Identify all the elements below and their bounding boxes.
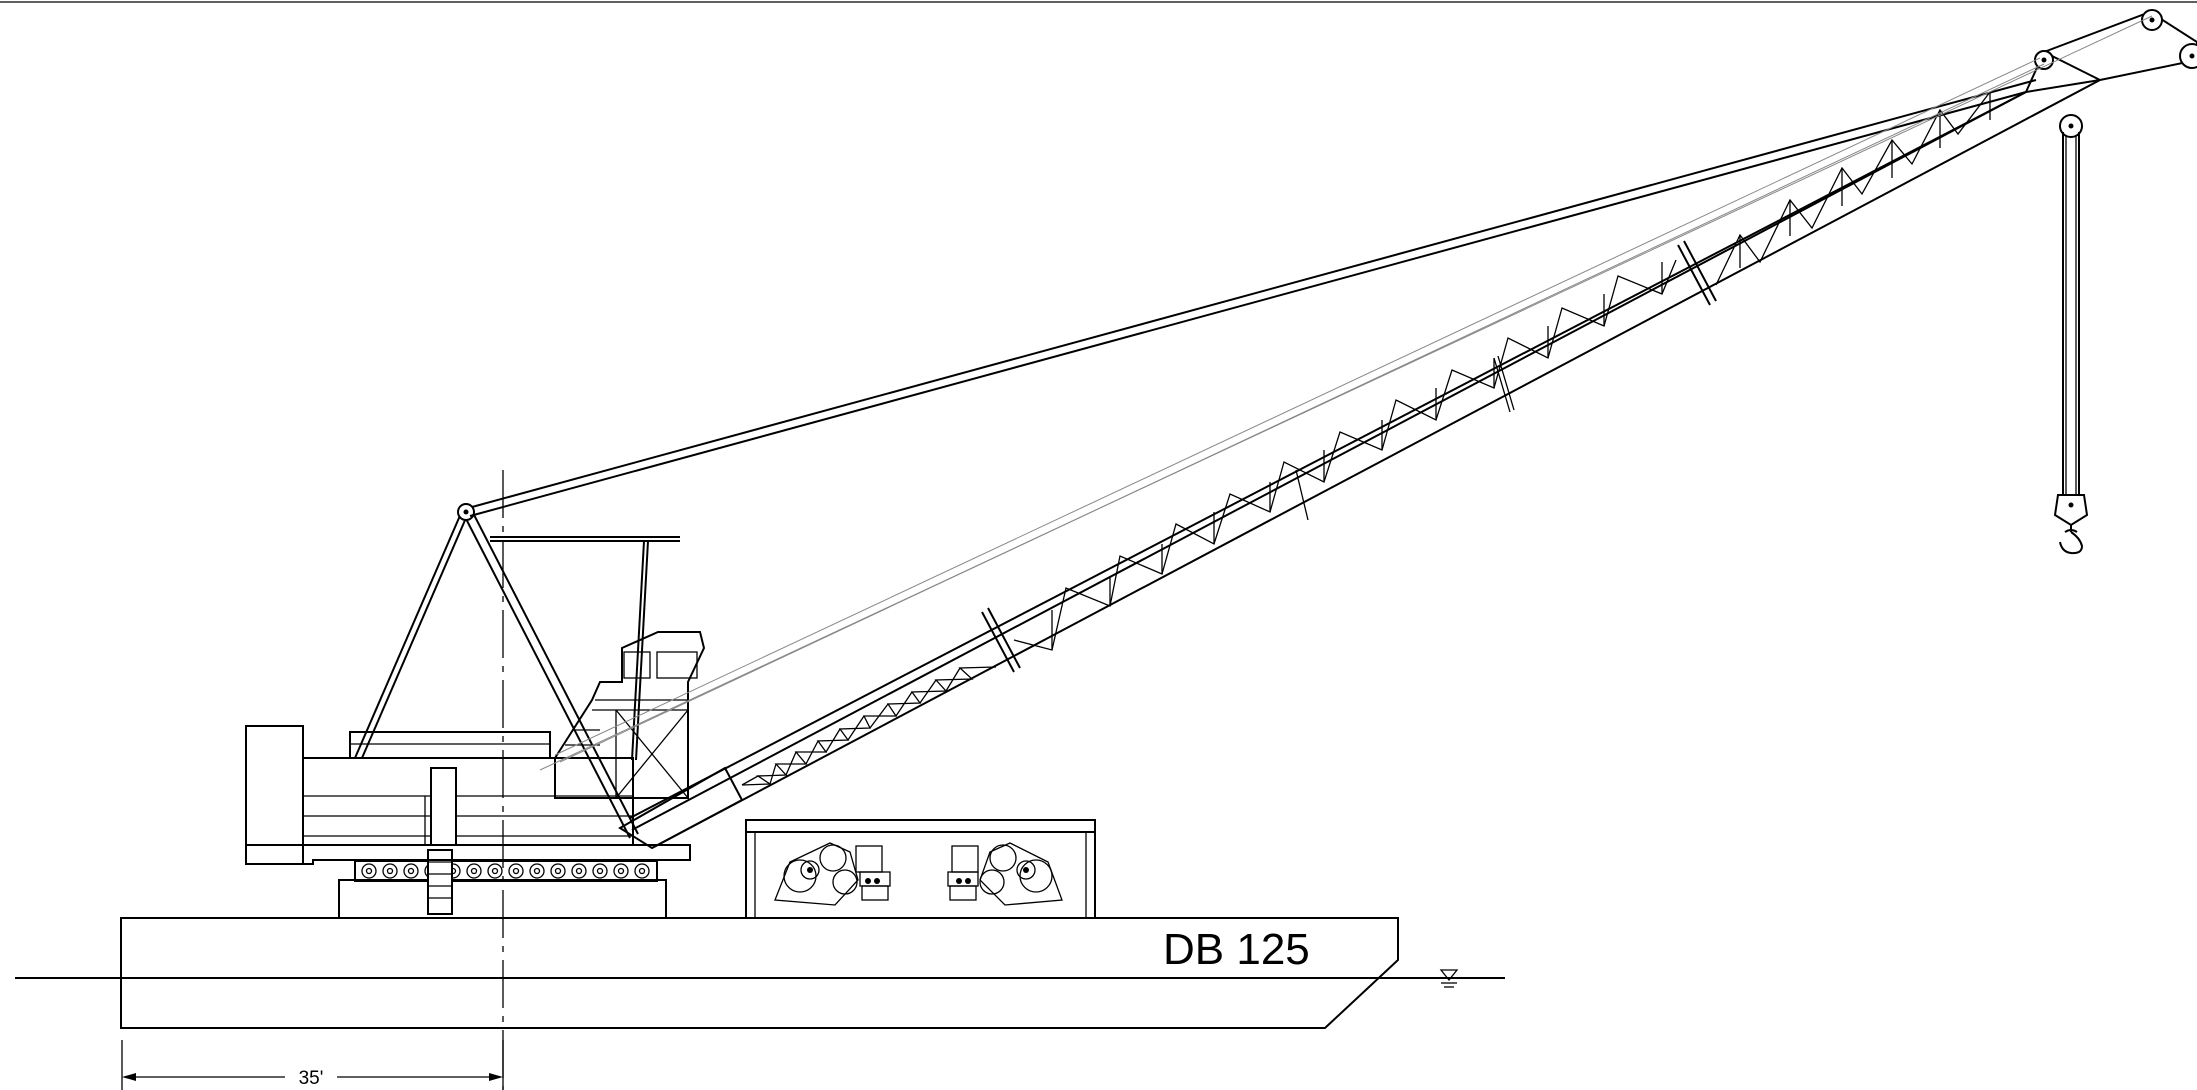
water-level-symbol-icon: [1439, 969, 1459, 988]
winch-motor-left: [855, 845, 891, 901]
slewing-ring-rollers: [354, 860, 658, 882]
boom-pendant-lines: [469, 79, 2037, 517]
winch-house: [745, 819, 1096, 919]
hook-block: [2053, 114, 2089, 527]
crane-hook-icon: [2059, 525, 2084, 555]
winch-drum-left: [774, 842, 859, 906]
barge-name: DB 125: [1163, 925, 1310, 974]
barge-hull: [120, 917, 1399, 1029]
boom-lattice-panels: [1013, 91, 1991, 651]
counterweight: [245, 725, 304, 865]
winch-drum-right: [979, 842, 1063, 906]
dimension-35ft: [121, 1040, 504, 1090]
winch-motor-right: [947, 845, 979, 901]
machinery-deck: [245, 731, 691, 865]
a-frame-gantry: [354, 503, 680, 839]
hoist-lines: [539, 15, 2153, 771]
lattice-boom: [618, 79, 2101, 850]
boom-tip-sheaves: [2025, 9, 2197, 93]
dimension-label: 35': [299, 1068, 324, 1089]
